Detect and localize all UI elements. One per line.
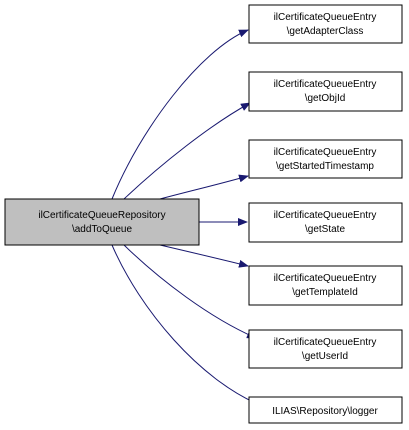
target-node-getObjId[interactable]: ilCertificateQueueEntry \getObjId [248, 71, 403, 112]
edge-to-logger [111, 244, 261, 406]
target-node-box [248, 329, 403, 369]
source-node-box [4, 198, 200, 246]
target-node-line2: \getUserId [302, 351, 348, 362]
target-node-line2: \getState [305, 224, 345, 235]
target-node-line1: ILIAS\Repository\logger [272, 406, 378, 417]
target-node-box [248, 4, 403, 44]
target-node-logger[interactable]: ILIAS\Repository\logger [248, 396, 403, 424]
target-node-box [248, 265, 403, 306]
target-node-box [248, 202, 403, 243]
source-node[interactable]: ilCertificateQueueRepository \addToQueue [4, 198, 200, 246]
target-node-getUserId[interactable]: ilCertificateQueueEntry \getUserId [248, 329, 403, 369]
target-node-line1: ilCertificateQueueEntry [274, 273, 377, 284]
edge-to-getTemplateId [159, 244, 249, 268]
target-node-line1: ilCertificateQueueEntry [274, 337, 377, 348]
source-node-line1: ilCertificateQueueRepository [38, 210, 165, 221]
source-node-line2: \addToQueue [72, 224, 132, 235]
target-node-line2: \getObjId [305, 93, 346, 104]
target-node-box [248, 396, 403, 424]
target-node-line1: ilCertificateQueueEntry [274, 147, 377, 158]
target-node-box [248, 71, 403, 112]
edge-to-getUserId [123, 244, 257, 339]
target-node-getTemplateId[interactable]: ilCertificateQueueEntry \getTemplateId [248, 265, 403, 306]
edges [111, 29, 261, 406]
target-node-line1: ilCertificateQueueEntry [274, 79, 377, 90]
edge-to-getStartedTimestamp [159, 174, 249, 200]
target-node-getState[interactable]: ilCertificateQueueEntry \getState [248, 202, 403, 243]
edge-to-getObjId [123, 102, 251, 200]
target-node-getStartedTimestamp[interactable]: ilCertificateQueueEntry \getStartedTimes… [248, 139, 403, 179]
target-node-line2: \getTemplateId [292, 287, 358, 298]
target-node-line2: \getAdapterClass [287, 26, 364, 37]
target-node-line2: \getStartedTimestamp [276, 161, 374, 172]
target-node-getAdapterClass[interactable]: ilCertificateQueueEntry \getAdapterClass [248, 4, 403, 44]
target-node-line1: ilCertificateQueueEntry [274, 12, 377, 23]
edge-to-getAdapterClass [111, 29, 249, 200]
target-node-line1: ilCertificateQueueEntry [274, 210, 377, 221]
target-node-box [248, 139, 403, 179]
